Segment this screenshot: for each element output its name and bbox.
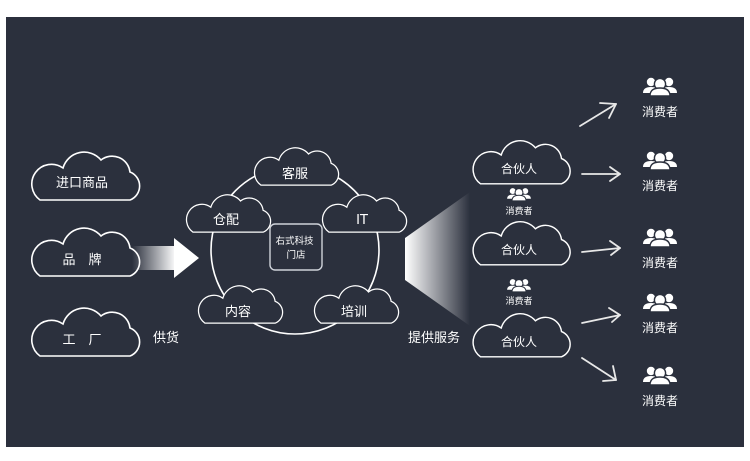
partner-consumer-1-label: 消费者 xyxy=(505,205,532,217)
consumer-4: 消费者 xyxy=(642,293,678,335)
consumer-3-label: 消费者 xyxy=(642,256,678,270)
consumer-1: 消费者 xyxy=(642,77,678,119)
consumer-arrow-3 xyxy=(581,240,621,256)
consumer-arrow-4 xyxy=(581,307,621,324)
consumer-arrow-5 xyxy=(581,357,617,382)
consumer-3: 消费者 xyxy=(642,228,678,270)
partner-2: 合伙人 xyxy=(472,220,571,266)
consumer-5: 消费者 xyxy=(642,366,678,408)
service-label: 提供服务 xyxy=(408,330,460,346)
consumer-2: 消费者 xyxy=(642,151,678,193)
partner-2-label: 合伙人 xyxy=(501,242,537,257)
source-factory: 工 厂 xyxy=(30,307,141,357)
hub-node-content-label: 内容 xyxy=(225,304,251,320)
partner-3: 合伙人 xyxy=(472,312,571,358)
source-imports: 进口商品 xyxy=(30,151,141,201)
consumer-1-label: 消费者 xyxy=(642,105,678,119)
consumer-2-label: 消费者 xyxy=(642,179,678,193)
hub-node-training-label: 培训 xyxy=(341,304,367,320)
hub-center-line-2: 门店 xyxy=(286,249,305,261)
consumer-4-label: 消费者 xyxy=(642,321,678,335)
source-brand: 品 牌 xyxy=(30,227,141,277)
partner-1: 合伙人 xyxy=(472,139,571,185)
hub-node-content: 内容 xyxy=(197,285,284,324)
hub-center-box: 右式科技 门店 xyxy=(269,223,323,271)
hub-node-service: 客服 xyxy=(253,147,340,186)
partner-consumer-2: 消费者 xyxy=(505,278,533,307)
supply-label: 供货 xyxy=(153,330,179,346)
consumer-arrow-2 xyxy=(581,166,621,182)
hub-node-warehouse-label: 仓配 xyxy=(213,213,239,228)
hub-node-service-label: 客服 xyxy=(282,166,308,182)
hub-node-training: 培训 xyxy=(313,285,400,324)
hub-center-line-1: 右式科技 xyxy=(275,235,314,247)
service-fan xyxy=(405,192,470,326)
consumer-5-label: 消费者 xyxy=(642,394,678,408)
hub-node-it: IT xyxy=(321,194,408,233)
partner-consumer-1: 消费者 xyxy=(505,187,533,217)
partner-3-label: 合伙人 xyxy=(501,334,537,349)
source-factory-label: 工 厂 xyxy=(62,333,101,348)
consumer-arrow-1 xyxy=(579,102,617,127)
supply-arrow xyxy=(132,238,199,278)
partner-1-label: 合伙人 xyxy=(501,161,537,176)
partner-consumer-2-label: 消费者 xyxy=(505,295,532,307)
source-imports-label: 进口商品 xyxy=(56,176,108,191)
hub-center-label: 右式科技 门店 xyxy=(275,235,316,261)
hub-node-warehouse: 仓配 xyxy=(185,194,272,233)
hub-node-it-label: IT xyxy=(356,213,368,228)
source-brand-label: 品 牌 xyxy=(62,252,101,268)
